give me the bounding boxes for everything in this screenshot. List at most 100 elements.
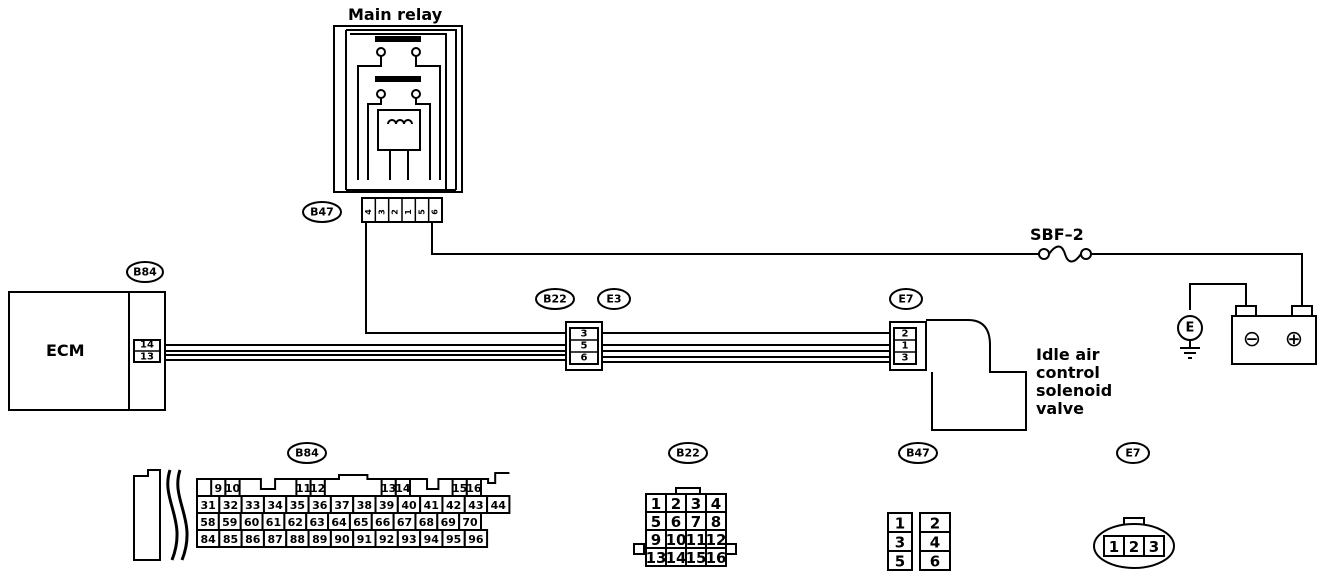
b84-pin: 95 [446, 533, 461, 546]
b22-pin: 13 [646, 549, 667, 567]
b47-pin: 2 [930, 515, 940, 533]
b22-pin: 9 [651, 531, 661, 549]
b22-pin: 7 [691, 513, 701, 531]
b47-view-tag [898, 442, 938, 464]
b22-pin: 12 [706, 531, 727, 549]
b47-cell [919, 550, 951, 571]
relay-wire [389, 150, 409, 180]
b22-side-key [633, 543, 645, 555]
b84-pin: 67 [397, 516, 412, 529]
b47-pin: 5 [895, 553, 905, 571]
b84-pin: 16 [466, 482, 482, 495]
b84-pin: 93 [401, 533, 416, 546]
iac-valve-body [926, 319, 1027, 431]
relay-coil-box [377, 109, 421, 151]
b84-pin: 96 [468, 533, 484, 546]
b22-pin: 15 [686, 549, 707, 567]
idle-air-control-valve: E7 2 1 3 Idle air control solenoid valve [889, 288, 1112, 431]
b84-pin: 63 [309, 516, 324, 529]
b22-cell [705, 547, 727, 567]
b84-cell [486, 495, 511, 514]
b84-pin: 65 [353, 516, 368, 529]
e7-pin: 1 [902, 341, 909, 352]
b47-pin: 3 [895, 534, 905, 552]
relay-terminal [376, 89, 386, 99]
wiring [164, 222, 1303, 363]
ground-symbol-text: E [1186, 321, 1195, 336]
b84-pin: 14 [395, 482, 411, 495]
relay-contact-1 [375, 36, 421, 42]
fuse-terminal [1038, 248, 1050, 260]
e7-pin: 2 [1129, 538, 1139, 556]
b84-pin: 33 [245, 499, 260, 512]
b84-pin: 34 [267, 499, 283, 512]
b84-pin: 89 [312, 533, 327, 546]
battery-body [1231, 315, 1317, 365]
b84-pin: 15 [452, 482, 467, 495]
b84-outline [196, 472, 510, 496]
b84-pin: 60 [244, 516, 260, 529]
e7-pin-block [893, 327, 917, 365]
relay-pin: 2 [391, 209, 400, 215]
iac-label-line2: control [1036, 363, 1100, 382]
b84-pin: 31 [201, 499, 216, 512]
b84-pin: 39 [379, 499, 394, 512]
b84-pin: 61 [266, 516, 281, 529]
b84-pin: 69 [441, 516, 456, 529]
battery-terminal-negative [1235, 305, 1257, 317]
b84-pin: 12 [310, 482, 325, 495]
b84-pin: 88 [290, 533, 305, 546]
b84-view-tag-text: B84 [295, 447, 319, 460]
b22-pin: 8 [711, 513, 721, 531]
b84-pin: 11 [296, 482, 311, 495]
b84-pin: 36 [312, 499, 328, 512]
b84-pin: 13 [381, 482, 396, 495]
b84-pin: 94 [424, 533, 440, 546]
b84-pin: 90 [334, 533, 350, 546]
b47-pin: 1 [895, 515, 905, 533]
b84-pin: 92 [379, 533, 394, 546]
battery-negative-icon: ⊖ [1243, 327, 1261, 352]
b84-pin: 38 [357, 499, 372, 512]
e7-tag-text: E7 [898, 293, 913, 306]
e7-pin: 3 [1149, 538, 1159, 556]
b22-tag [535, 288, 575, 310]
e7-cell [1143, 535, 1165, 557]
e3-tag-text: E3 [606, 293, 621, 306]
relay-terminal [411, 47, 421, 57]
b84-pin: 84 [201, 533, 217, 546]
b84-pin: 70 [462, 516, 478, 529]
e7-view-tag-text: E7 [1125, 447, 1140, 460]
b84-pin: 41 [424, 499, 439, 512]
b84-pin: 62 [288, 516, 303, 529]
ecm: ECM 14 13 B84 [8, 261, 166, 411]
iac-label-line1: Idle air [1036, 345, 1100, 364]
b47-tag [302, 201, 342, 223]
ecm-label: ECM [46, 341, 85, 360]
e7-tag [889, 288, 923, 310]
b22-pin: 2 [671, 495, 681, 513]
battery-terminal-positive [1291, 305, 1313, 317]
b84-pin: 86 [245, 533, 261, 546]
ecm-pin: 13 [140, 352, 154, 363]
b22-pin: 16 [706, 549, 727, 567]
b47-view-tag-text: B47 [906, 447, 930, 460]
b22-pin: 6 [671, 513, 681, 531]
b84-pin: 64 [331, 516, 347, 529]
b22-pin: 1 [651, 495, 661, 513]
b47-pin: 6 [930, 553, 940, 571]
e3-tag [597, 288, 631, 310]
fuse-sbf2: SBF–2 [1030, 225, 1092, 263]
e7-pin: 3 [902, 353, 909, 364]
b84-tag [126, 261, 164, 283]
relay-pin: 3 [377, 209, 386, 215]
wire-relay-to-b22 [365, 222, 566, 334]
b22-tag-text: B22 [543, 293, 567, 306]
main-relay-frame [345, 29, 457, 190]
relay-pin: 5 [417, 209, 426, 215]
b47-pin: 4 [930, 534, 940, 552]
